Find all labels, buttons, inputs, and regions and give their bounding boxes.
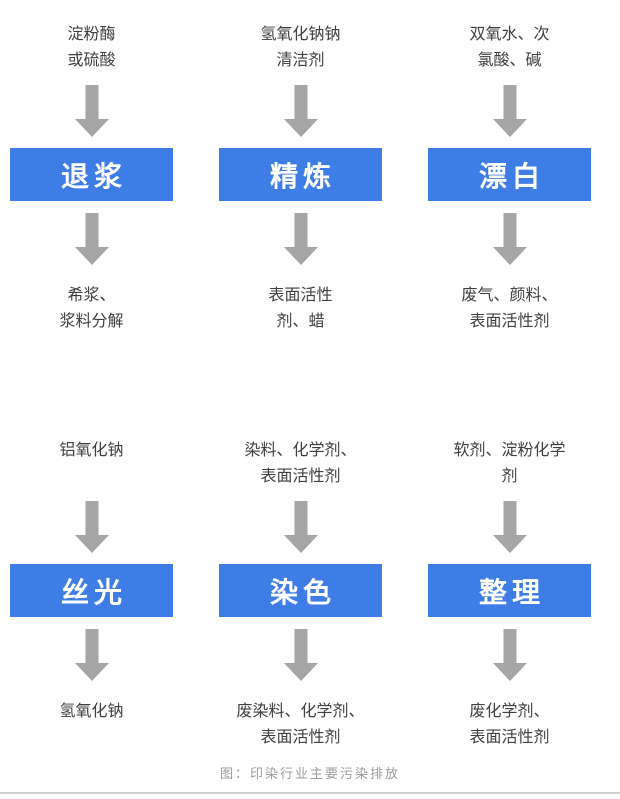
output-pollutants-text: 表面活性 剂、蜡 <box>219 283 382 335</box>
text-line: 表面活性 <box>268 287 333 304</box>
text-line: 清洁剂 <box>276 52 325 69</box>
input-chemicals-text: 软剂、淀粉化学 剂 <box>428 438 591 494</box>
text-line: 浆料分解 <box>59 313 124 330</box>
text-line: 淀粉酶 <box>67 26 116 43</box>
output-pollutants-text: 废染料、化学剂、 表面活性剂 <box>219 699 382 751</box>
bottom-divider <box>0 792 620 794</box>
input-chemicals-text: 氢氧化钠钠 清洁剂 <box>219 22 382 78</box>
text-line: 氢氧化钠 <box>59 703 124 720</box>
down-arrow-icon <box>283 85 318 137</box>
down-arrow-icon <box>283 629 318 681</box>
text-line: 氢氧化钠钠 <box>260 26 341 43</box>
output-pollutants-text: 废化学剂、 表面活性剂 <box>428 699 591 751</box>
stage-box-desizing: 退浆 <box>10 148 173 201</box>
flow-row-bottom: 铝氧化钠 丝光 氢氧化钠 染料、化学剂、 表面活性剂 染色 废染料、化学剂、 表… <box>0 438 620 751</box>
flow-cell-finishing: 软剂、淀粉化学 剂 整理 废化学剂、 表面活性剂 <box>428 438 591 751</box>
text-line: 或硫酸 <box>67 52 116 69</box>
output-pollutants-text: 氢氧化钠 <box>10 699 173 725</box>
input-chemicals-text: 铝氧化钠 <box>10 438 173 494</box>
down-arrow-icon <box>492 629 527 681</box>
text-line: 软剂、淀粉化学 <box>453 442 566 459</box>
stage-box-mercerizing: 丝光 <box>10 564 173 617</box>
text-line: 废化学剂、 <box>469 703 550 720</box>
text-line: 表面活性剂 <box>260 468 341 485</box>
down-arrow-icon <box>492 85 527 137</box>
down-arrow-icon <box>74 501 109 553</box>
text-line: 染料、化学剂、 <box>244 442 357 459</box>
diagram-caption: 图：印染行业主要污染排放 <box>219 766 400 781</box>
flow-cell-desizing: 淀粉酶 或硫酸 退浆 希浆、 浆料分解 <box>10 22 173 335</box>
text-line: 希浆、 <box>67 287 116 304</box>
text-line: 剂、蜡 <box>276 313 325 330</box>
down-arrow-icon <box>492 501 527 553</box>
flow-cell-bleaching: 双氧水、次 氯酸、碱 漂白 废气、颜料、 表面活性剂 <box>428 22 591 335</box>
down-arrow-icon <box>283 213 318 265</box>
text-line: 表面活性剂 <box>469 313 550 330</box>
stage-box-bleaching: 漂白 <box>428 148 591 201</box>
text-line: 表面活性剂 <box>469 729 550 746</box>
down-arrow-icon <box>492 213 527 265</box>
down-arrow-icon <box>74 85 109 137</box>
flow-cell-refining: 氢氧化钠钠 清洁剂 精炼 表面活性 剂、蜡 <box>219 22 382 335</box>
down-arrow-icon <box>74 213 109 265</box>
text-line: 废染料、化学剂、 <box>236 703 365 720</box>
stage-box-refining: 精炼 <box>219 148 382 201</box>
flow-cell-dyeing: 染料、化学剂、 表面活性剂 染色 废染料、化学剂、 表面活性剂 <box>219 438 382 751</box>
output-pollutants-text: 希浆、 浆料分解 <box>10 283 173 335</box>
input-chemicals-text: 染料、化学剂、 表面活性剂 <box>219 438 382 494</box>
output-pollutants-text: 废气、颜料、 表面活性剂 <box>428 283 591 335</box>
flow-cell-mercerizing: 铝氧化钠 丝光 氢氧化钠 <box>10 438 173 751</box>
input-chemicals-text: 双氧水、次 氯酸、碱 <box>428 22 591 78</box>
text-line: 表面活性剂 <box>260 729 341 746</box>
input-chemicals-text: 淀粉酶 或硫酸 <box>10 22 173 78</box>
text-line: 剂 <box>501 468 518 485</box>
down-arrow-icon <box>283 501 318 553</box>
flow-row-top: 淀粉酶 或硫酸 退浆 希浆、 浆料分解 氢氧化钠钠 清洁剂 精炼 表面活性 剂、… <box>0 0 620 335</box>
down-arrow-icon <box>74 629 109 681</box>
text-line: 铝氧化钠 <box>59 442 124 459</box>
text-line: 废气、颜料、 <box>461 287 558 304</box>
stage-box-dyeing: 染色 <box>219 564 382 617</box>
stage-box-finishing: 整理 <box>428 564 591 617</box>
text-line: 双氧水、次 <box>469 26 550 43</box>
text-line: 氯酸、碱 <box>477 52 542 69</box>
